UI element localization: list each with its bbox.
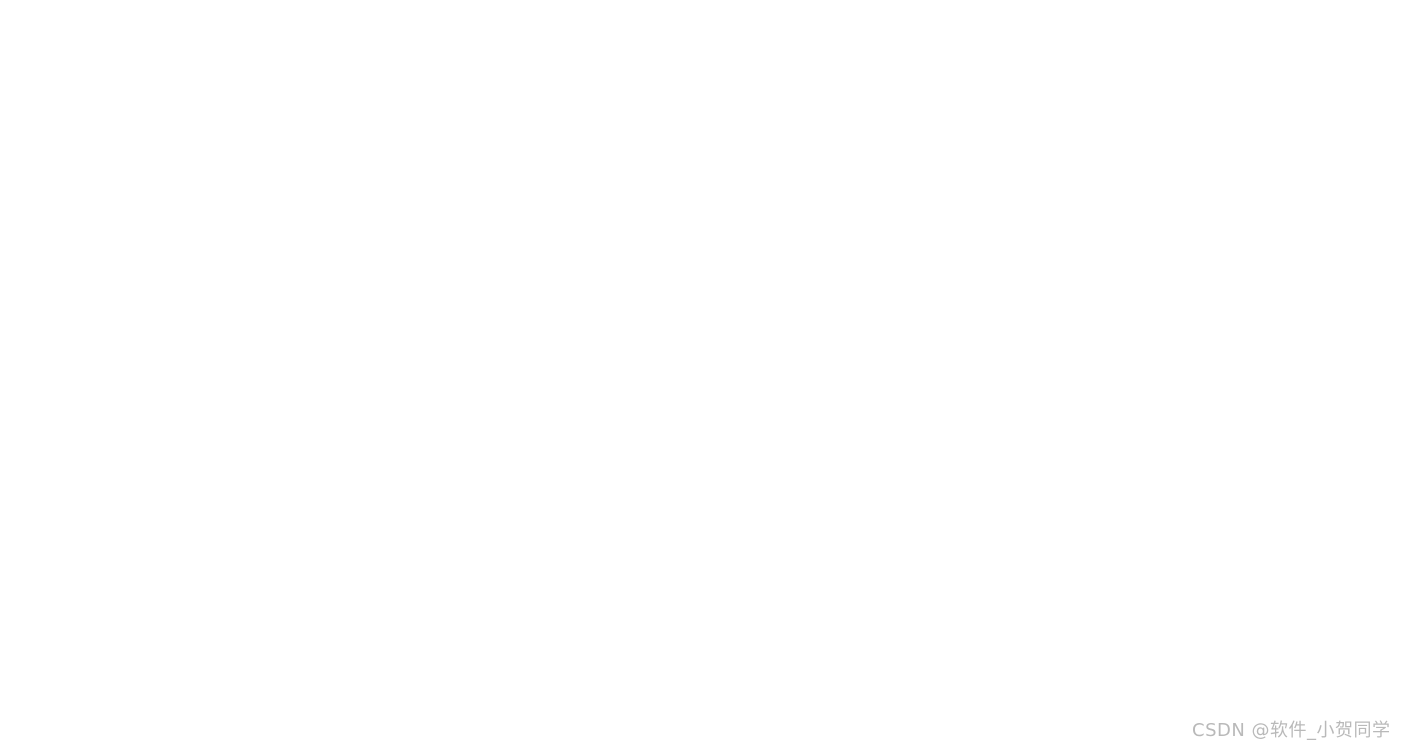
structure-chart-canvas: CSDN @软件_小贺同学 [0,0,1405,747]
connector-layer [0,0,1405,747]
